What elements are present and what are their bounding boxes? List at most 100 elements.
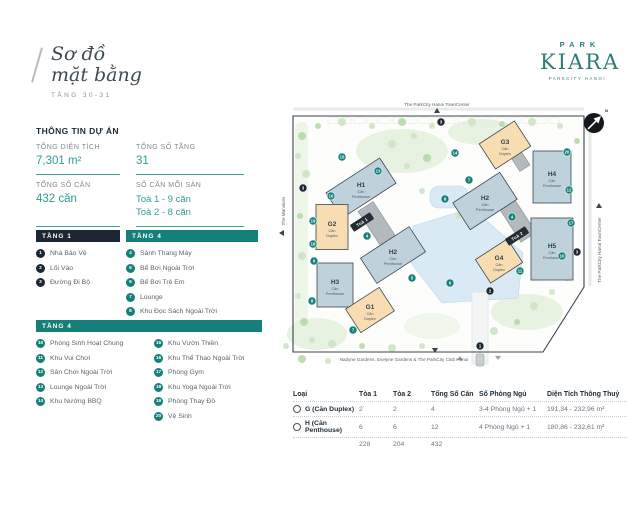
site-border [292,115,585,353]
tree-icon [514,319,520,325]
floor4-marker [309,256,319,266]
building-type-label: Duplex [364,317,376,321]
marker-number: 7 [468,178,471,183]
parking-tick [353,117,365,124]
legend-item-label: Vệ Sinh [168,412,192,420]
marker-number: 18 [311,242,316,247]
legend-item-label: Khu Đọc Sách Ngoài Trời [140,308,217,315]
marker-number: 3 [440,120,443,125]
building-H3 [316,262,354,308]
tree-icon [549,289,555,295]
floor1-marker [485,286,495,296]
building-type-label: Căn [332,287,339,291]
legend-item-number: 20 [154,411,163,421]
floor4-marker [337,152,347,162]
title-slash-mark [31,47,43,83]
legend-item-label: Sảnh Thang Máy [140,250,192,257]
marker-number: 7 [352,328,355,333]
table-header-cell: Số Phòng Ngủ [479,391,527,398]
parking-tick [457,117,469,124]
table-type-cell: H (Căn Penthouse) [293,420,359,434]
table-header-cell: Tổng Số Căn [431,391,474,398]
compass-arrowhead [593,116,601,124]
legend-item-label: Khu Vườn Thiền [168,340,219,347]
garden-patch [287,318,347,350]
legend-item: 18 Khu Yoga Ngoài Trời [154,382,262,392]
marker-number: 10 [560,254,565,259]
legend-item: 7 Lounge [126,292,258,302]
info-field-label: TỔNG SỐ TẦNG [136,144,196,151]
arrow-left-icon [279,230,284,236]
tree-icon [419,343,425,349]
legend-item-number: 7 [126,292,135,302]
floor4-marker [562,147,572,157]
marker-number: 9 [313,259,316,264]
legend-item-label: Khu Nướng BBQ [50,398,102,405]
road-arrow-icon [495,356,501,360]
floor4-marker [373,166,383,176]
label-gardens-bottom: Nadyne Gardens, Evelyne Gardens & The Pa… [340,357,469,362]
marker-number: 3 [576,250,579,255]
legend-item-number: 16 [154,353,163,363]
legend-item-label: Bể Bơi Ngoài Trời [140,264,195,272]
building-id-label: G3 [501,139,510,146]
building-type-label: Căn [367,312,374,316]
building-H5 [530,217,574,281]
marker-number: 14 [453,151,458,156]
tree-icon [490,327,498,335]
building-type-label: Penthouse [543,256,561,260]
tree-icon [328,340,336,348]
tree-icon [429,123,435,129]
page-subtitle: TẦNG 30-31 [51,92,112,99]
table-cell: 4 Phòng Ngủ + 1 [479,423,531,431]
parking-tick [405,117,417,124]
legend-item-number: 19 [154,397,163,406]
legend-item-number: 18 [154,382,163,392]
table-cell: 180,86 - 232,61 m² [547,423,605,431]
legend-item-number: 8 [126,307,135,316]
legend-item: 11 Khu Vui Chơi [36,353,144,363]
marker-number: 15 [340,155,345,160]
legend-item-number: 12 [36,368,45,377]
parking-tick [379,117,391,124]
tower-badge-label: Toà 1 [355,217,369,228]
marker-number: 8 [311,299,314,304]
legend-item: 20 Vệ Sinh [154,411,262,421]
building-type-label: Căn [549,179,556,183]
legend-item-number: 11 [36,353,45,363]
garden-patch [404,313,460,339]
tree-icon [411,133,417,139]
type-swatch-icon [293,423,301,431]
floor4-marker [440,194,450,204]
legend-item-label: Khu Vui Chơi [50,354,91,362]
floor4-marker [515,266,525,276]
building-id-label: G1 [366,304,375,311]
legend-item-number: 17 [154,368,163,377]
floor4-marker [308,216,318,226]
legend-item: 8 Khu Đọc Sách Ngoài Trời [126,307,258,316]
type-swatch-icon [293,405,301,413]
car-icon [475,353,485,367]
tree-icon [398,118,406,126]
parking-tick [535,117,547,124]
info-field-label: SỐ CĂN MỖI SÀN [136,182,202,189]
legend-item-label: Khu Yoga Ngoài Trời [168,383,231,391]
table-header-cell: Diện Tích Thông Thuỷ [547,391,620,398]
building-type-label: Duplex [493,268,505,272]
floor4-marker [307,296,317,306]
tree-icon [283,343,289,349]
legend-item-label: Lounge [140,293,163,301]
building-id-label: H2 [389,249,398,256]
building-type-label: Penthouse [384,262,402,266]
label-mansions-left: The Mansions [281,196,286,226]
building-type-label: Căn [329,229,336,233]
info-field-value: Toà 1 - 9 căn [136,194,191,205]
